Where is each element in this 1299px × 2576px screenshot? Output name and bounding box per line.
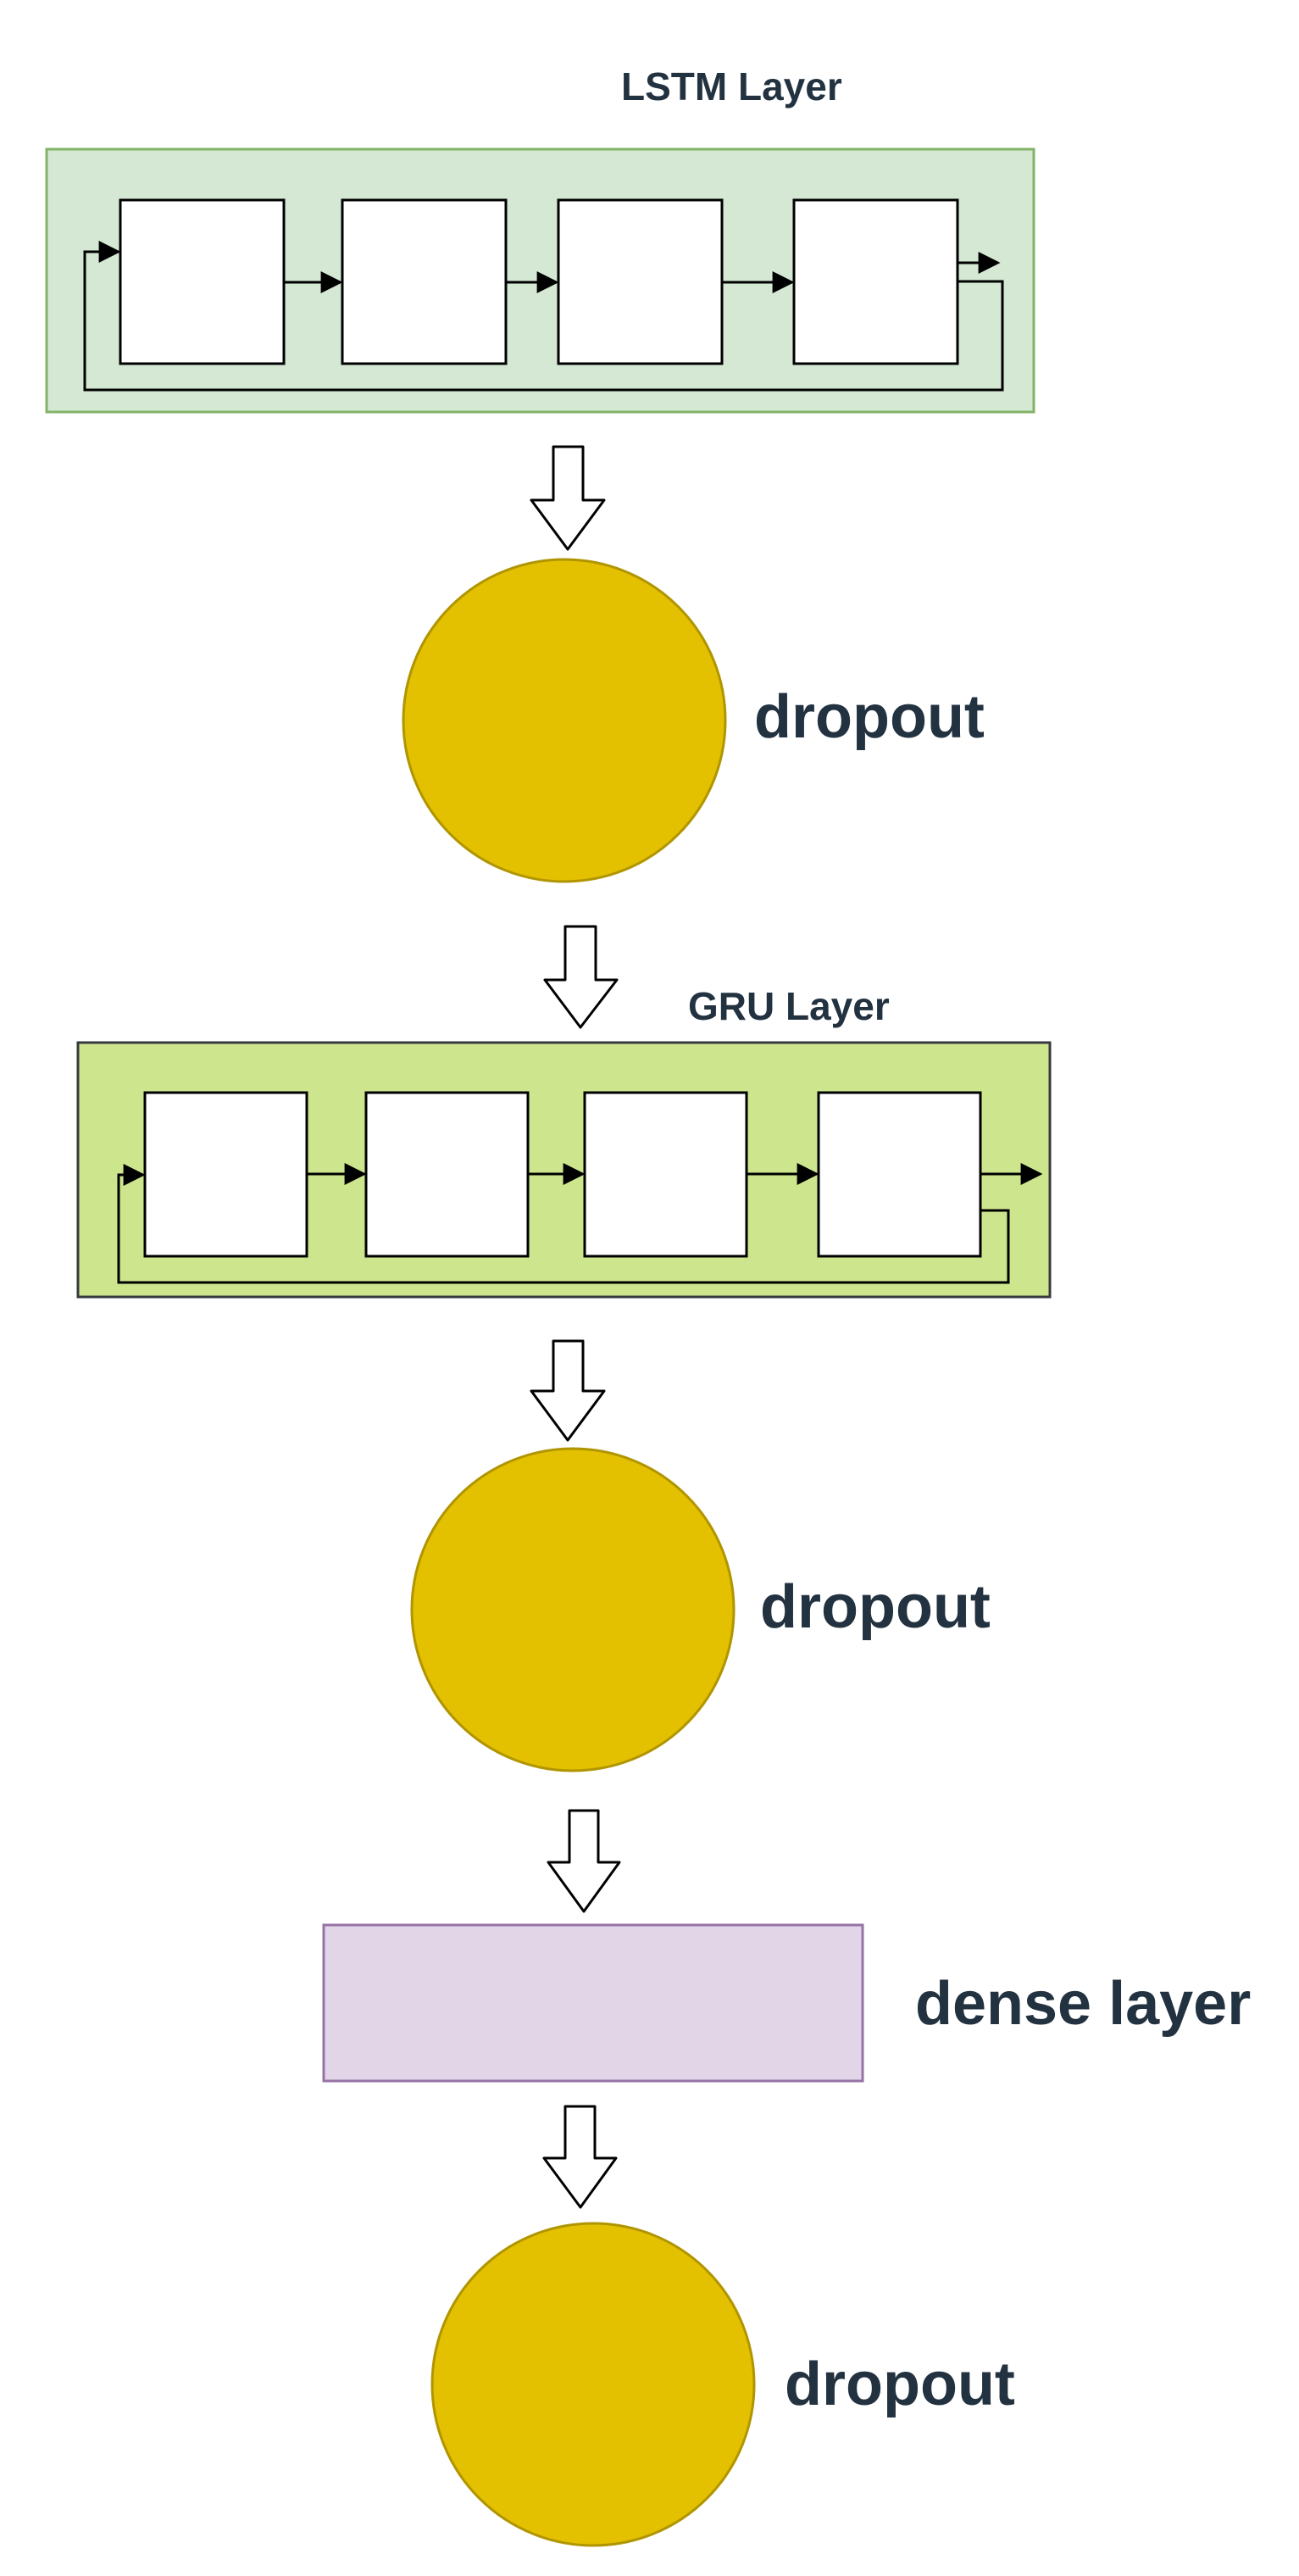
lstm-cell-3 [557,198,724,365]
lstm-connectors [83,241,1004,392]
down-arrow-1 [530,445,606,551]
dense-layer-box [322,1923,864,2083]
dropout-2-label: dropout [760,1573,991,1641]
dropout-3-node [430,2222,756,2547]
lstm-cell-4 [792,198,959,365]
gru-connectors [117,1163,1043,1284]
gru-cell-1 [143,1091,308,1258]
lstm-layer-title: LSTM Layer [621,64,842,108]
dropout-3-label: dropout [785,2351,1015,2418]
down-arrow-5 [542,2105,618,2209]
gru-cell-2 [364,1091,530,1258]
lstm-recurrent-loop [83,241,1004,392]
dense-layer-label: dense layer [915,1970,1251,2038]
gru-recurrent-loop [117,1164,1010,1284]
dropout-1-node [402,558,727,883]
gru-layer-title: GRU Layer [688,984,890,1028]
lstm-cell-1 [119,198,286,365]
dropout-2-node [410,1447,736,1772]
dropout-1-label: dropout [754,683,985,751]
gru-cell-4 [817,1091,982,1258]
gru-cell-3 [583,1091,748,1258]
lstm-cell-2 [341,198,508,365]
down-arrow-3 [530,1339,606,1442]
down-arrow-2 [543,925,619,1029]
down-arrow-4 [547,1809,621,1913]
